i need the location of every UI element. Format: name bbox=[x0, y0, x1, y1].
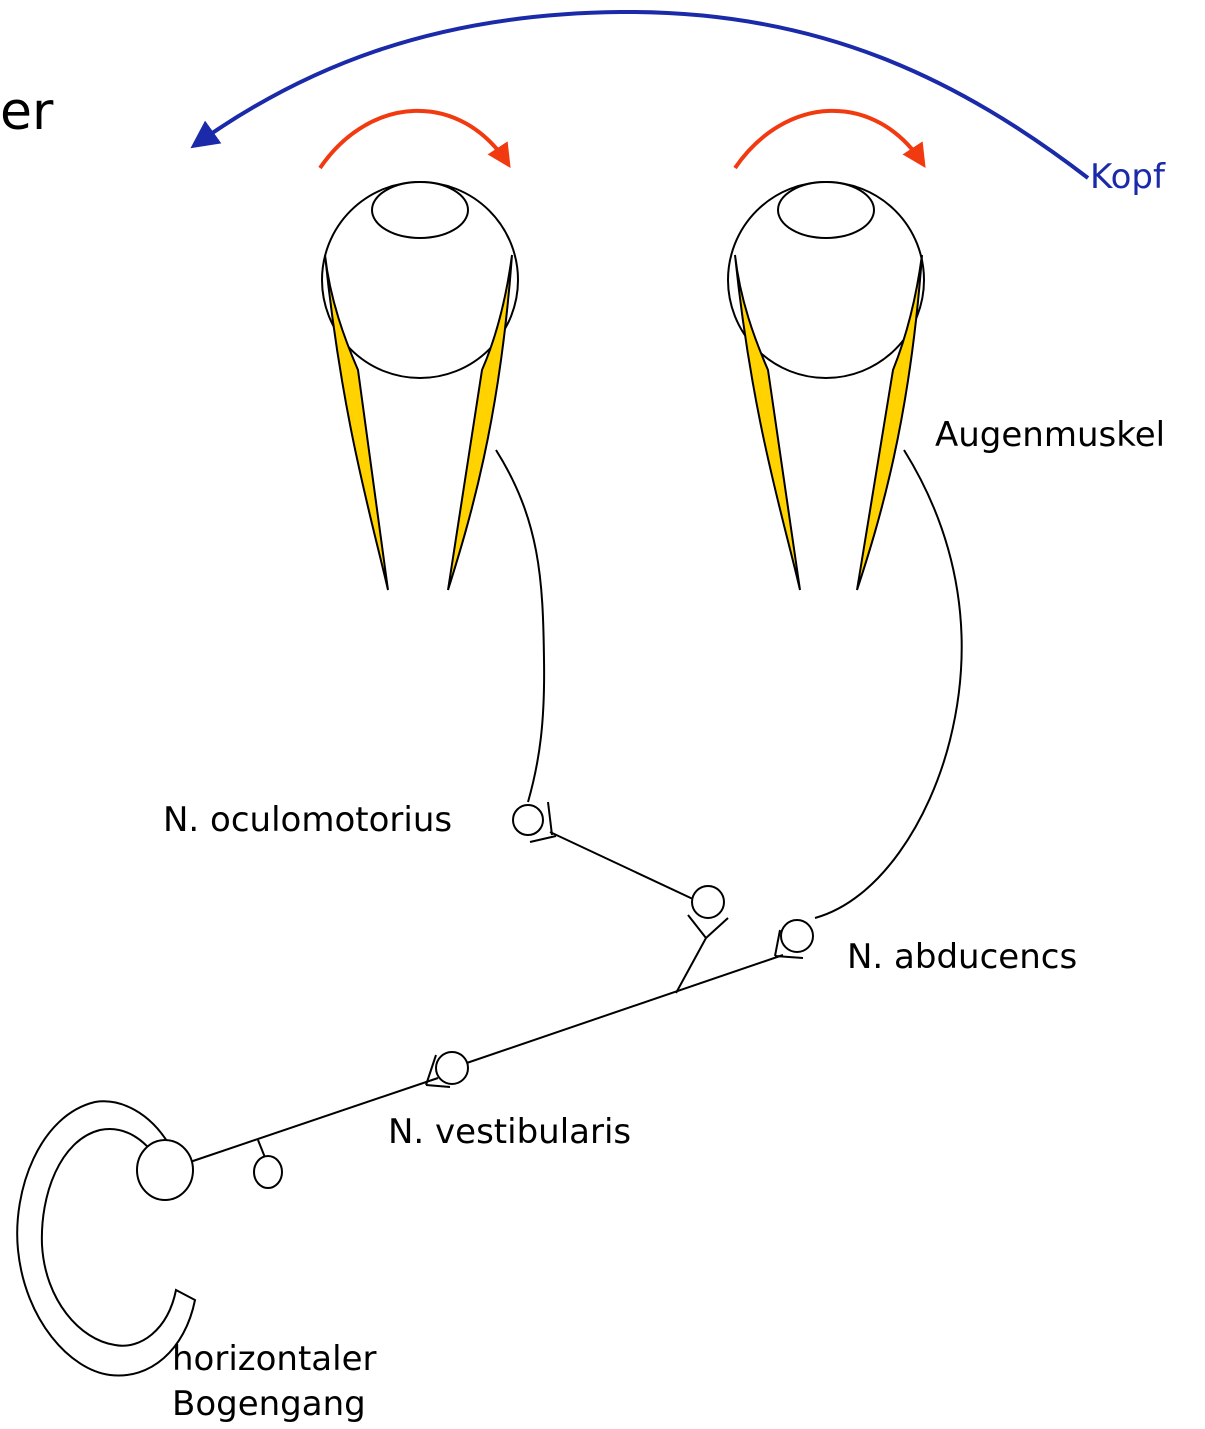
canal-label-line1: horizontaler bbox=[172, 1342, 376, 1376]
oculomotor-neuron bbox=[513, 802, 556, 842]
vestibular-label: N. vestibularis bbox=[388, 1115, 631, 1149]
oculomotor-nerve-fiber bbox=[496, 450, 544, 802]
abducens-nerve-fiber bbox=[815, 450, 962, 918]
eye-muscle-label: Augenmuskel bbox=[935, 418, 1165, 452]
vestibular-ganglion-cell bbox=[254, 1156, 282, 1188]
partial-title: er bbox=[0, 86, 53, 138]
vestibular-nucleus-neuron bbox=[426, 1052, 468, 1087]
left-eye-rotation-arrow bbox=[320, 111, 508, 168]
head-label: Kopf bbox=[1090, 160, 1165, 194]
left-eye bbox=[320, 111, 518, 590]
abducens-neuron bbox=[775, 920, 813, 958]
right-eye-rotation-arrow bbox=[735, 111, 923, 168]
vestibular-main-axon bbox=[455, 955, 783, 1067]
abducens-label: N. abducencs bbox=[847, 940, 1077, 974]
oculomotor-label: N. oculomotorius bbox=[163, 803, 452, 837]
right-eye bbox=[728, 111, 924, 590]
left-pupil bbox=[372, 182, 468, 238]
canal-ampulla bbox=[137, 1140, 193, 1200]
canal-label-line2: Bogengang bbox=[172, 1387, 366, 1421]
right-pupil bbox=[778, 182, 874, 238]
oculomotor-to-interneuron-fiber bbox=[550, 832, 695, 900]
